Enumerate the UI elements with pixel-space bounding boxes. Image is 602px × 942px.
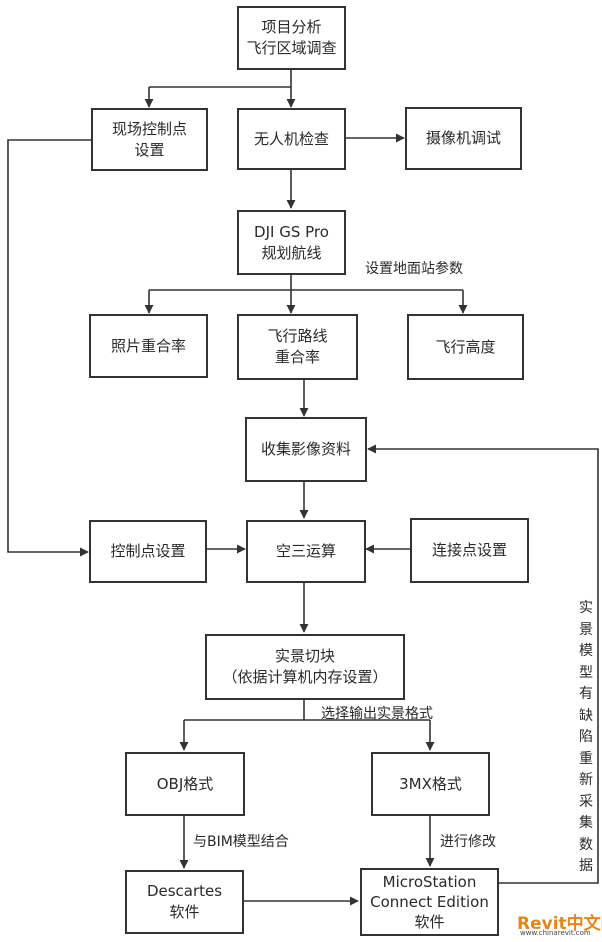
descartes-line1: Descartes [146,882,223,900]
3mx-format-label: 3MX格式 [399,774,462,793]
tie-points-label: 连接点设置 [431,541,507,559]
box-tie-points: 连接点设置 [410,518,529,583]
dji-plan-line1: DJI GS Pro [254,222,329,241]
route-overlap-line1: 飞行路线 [267,327,328,345]
microstation-line1: MicroStation [382,873,477,891]
watermark-url: www.chinarevit.com [520,929,591,937]
box-camera-debug: 摄像机调试 [405,107,522,170]
box-obj-format: OBJ格式 [125,752,245,816]
flight-height-label: 飞行高度 [435,337,496,356]
box-drone-check: 无人机检查 [237,108,346,170]
drone-check-label: 无人机检查 [253,129,329,148]
ground-control-line1: 现场控制点 [111,119,187,138]
box-microstation: MicroStation Connect Edition 软件 [360,868,499,936]
box-flight-height: 飞行高度 [407,314,524,380]
project-analysis-line2: 飞行区域调查 [246,39,337,57]
aerial-triangulation-label: 空三运算 [275,542,336,560]
label-bim-combine: 与BIM模型结合 [193,834,289,850]
microstation-line2: Connect Edition [370,893,489,911]
box-aerial-triangulation: 空三运算 [246,520,366,583]
box-control-points: 控制点设置 [89,520,207,583]
box-project-analysis: 项目分析 飞行区域调查 [237,6,346,70]
box-3mx-format: 3MX格式 [371,752,490,816]
label-ground-station: 设置地面站参数 [365,261,463,277]
descartes-line2: 软件 [169,903,200,921]
project-analysis-line1: 项目分析 [261,18,322,36]
arrow-to-ground-control [149,86,291,107]
ground-control-line2: 设置 [134,140,165,159]
label-modify: 进行修改 [440,834,496,850]
label-recollect: 实景模型有缺陷重新采集数据 [579,600,593,874]
tiling-line2: （依据计算机内存设置） [222,668,388,686]
box-tiling: 实景切块 （依据计算机内存设置） [205,634,405,700]
watermark-brand-text: Revit中文网 [517,914,602,934]
dji-plan-line2: 规划航线 [261,243,322,262]
label-select-format: 选择输出实景格式 [321,706,433,722]
route-overlap-line2: 重合率 [274,348,320,366]
watermark-brand: Revit中文网 [517,909,602,934]
camera-debug-label: 摄像机调试 [425,129,501,147]
box-dji-plan: DJI GS Pro 规划航线 [237,210,346,275]
obj-format-label: OBJ格式 [156,774,214,793]
microstation-line3: 软件 [414,913,445,931]
box-ground-control: 现场控制点 设置 [91,108,208,171]
box-photo-overlap: 照片重合率 [89,314,208,378]
photo-overlap-label: 照片重合率 [110,336,186,355]
control-points-label: 控制点设置 [110,542,186,560]
box-collect-images: 收集影像资料 [245,417,367,482]
box-route-overlap: 飞行路线 重合率 [237,314,358,380]
box-descartes: Descartes 软件 [125,870,244,934]
tiling-line1: 实景切块 [274,647,335,665]
collect-images-label: 收集影像资料 [260,440,351,458]
arrow-ground-control-loop [7,139,91,557]
arrow-feedback-loop [367,444,599,884]
